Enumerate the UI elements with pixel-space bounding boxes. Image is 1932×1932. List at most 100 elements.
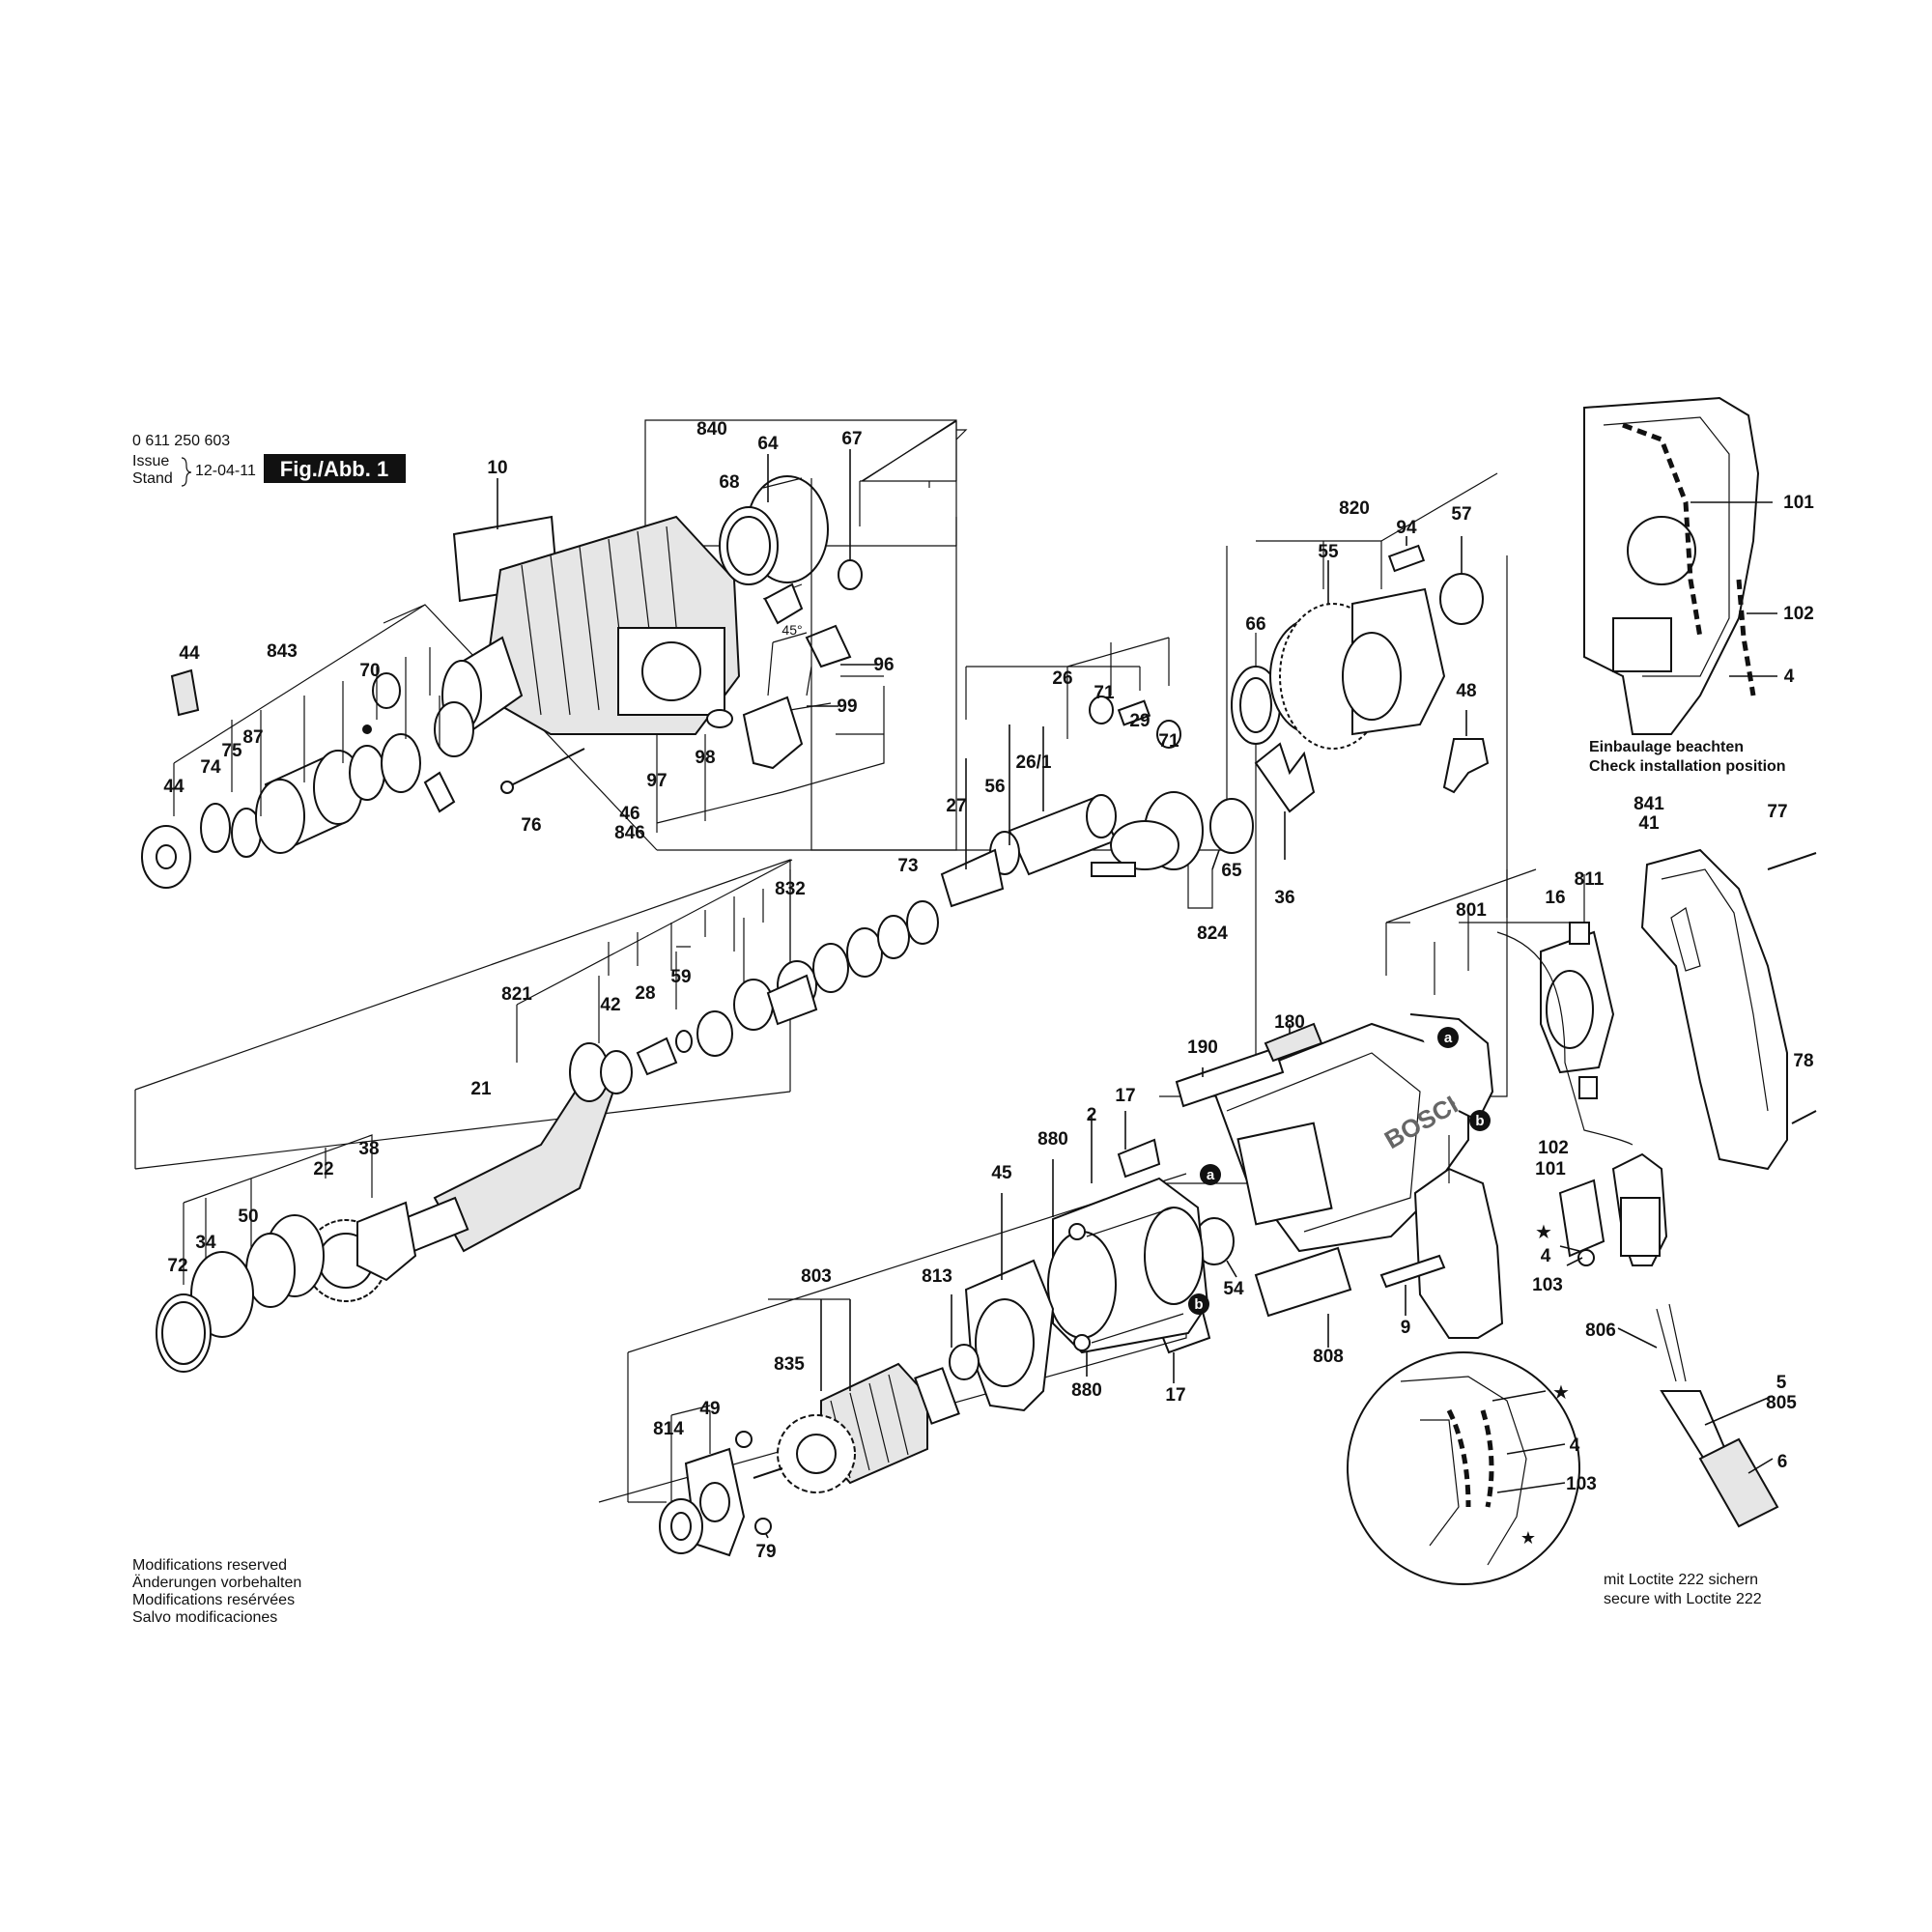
label-28: 28 [635,983,655,1004]
ring-59 [696,1010,733,1057]
label-38: 38 [358,1139,379,1159]
label-55: 55 [1318,542,1339,562]
detail-cable-run [1446,1408,1471,1508]
label-71-left: 71 [1094,683,1115,703]
label-4-switch: 4 [1541,1246,1551,1266]
pin-29 [1117,699,1151,726]
ball-70 [362,724,372,734]
label-74: 74 [200,757,221,778]
screw-880a [1068,1223,1086,1240]
wobble-gear-824 [1091,791,1254,877]
label-824: 824 [1197,923,1228,944]
label-813: 813 [922,1266,952,1287]
screw-79b [754,1518,772,1535]
label-808: 808 [1313,1347,1344,1367]
label-803: 803 [801,1266,832,1287]
label-29: 29 [1129,711,1150,731]
group-bearing-flange [810,472,1508,1184]
figure-label: Fig./Abb. 1 [280,457,388,481]
label-26: 26 [1052,668,1072,689]
cable-run-detail [1622,422,1703,639]
label-811: 811 [1575,869,1605,890]
spring-clip-36 [1254,742,1316,813]
label-50: 50 [238,1207,258,1227]
label-180 [1264,1022,1323,1063]
notes: Einbaulage beachten Check installation p… [132,739,1786,1626]
star-icon: ★ [1552,1380,1570,1404]
bearing-flange-820 [1269,587,1446,750]
label-41: 41 [1638,813,1660,834]
commutator [914,1367,960,1425]
label-4-detail: 4 [1784,667,1795,687]
label-27: 27 [946,796,966,816]
plate-190 [1175,1046,1285,1108]
label-36: 36 [1274,888,1294,908]
grip [1413,1167,1504,1339]
brush-holder-16 [1540,922,1615,1099]
label-4-detail-circle: 4 [1570,1435,1580,1456]
label-5: 5 [1776,1373,1787,1393]
label-64: 64 [757,434,779,454]
label-57: 57 [1451,504,1471,525]
warning-sticker [763,582,804,625]
label-71-right: 71 [1158,731,1179,752]
circlip-73 [906,900,939,945]
cap-44 [170,668,200,717]
motor-housing-801: BOSCH [1210,1013,1504,1339]
label-808 [1254,1246,1352,1318]
note-loctite-en: secure with Loctite 222 [1604,1591,1762,1607]
note-mods-es: Salvo modificaciones [132,1609,277,1626]
marker-a-housing: a [1437,1027,1459,1048]
label-59: 59 [670,967,691,987]
label-99: 99 [837,696,857,717]
label-67: 67 [841,429,862,449]
marker-b-stator: b [1188,1293,1209,1315]
stator-2 [1047,1177,1209,1354]
label-49: 49 [699,1399,720,1419]
svg-text:a: a [1444,1030,1453,1046]
label-48: 48 [1456,681,1476,701]
hammer-housing [441,515,741,735]
group-cable [1617,1303,1779,1528]
issue-date: 12-04-11 [195,463,256,479]
label-9: 9 [1401,1318,1411,1338]
clip-17a [1117,1138,1161,1179]
svg-text:b: b [1475,1113,1484,1129]
lever-48 [1442,738,1490,794]
svg-text:a: a [1207,1167,1215,1183]
label-832: 832 [775,879,806,899]
label-78: 78 [1793,1051,1813,1071]
star-icon: ★ [1520,1528,1536,1548]
label-70: 70 [359,661,380,681]
screw-77 [1767,852,1817,870]
cable-protection-6 [1698,1437,1779,1528]
star-icon: ★ [1535,1220,1552,1243]
label-65: 65 [1221,861,1242,881]
note-install-de: Einbaulage beachten [1589,739,1744,755]
screw-78 [1791,1110,1817,1124]
pin-94 [1387,544,1426,573]
trigger [1558,1179,1605,1258]
o-ring-57 [1439,573,1484,625]
label-79: 79 [755,1542,776,1562]
ring-74 [200,803,231,853]
washer-71b [1156,720,1181,749]
bearing-65 [1209,798,1254,854]
label-97: 97 [646,771,667,791]
svg-text:b: b [1194,1296,1203,1313]
label-56: 56 [984,777,1005,797]
part-28 [636,1037,678,1076]
part-number: 0 611 250 603 [132,433,230,449]
label-45: 45 [991,1163,1012,1183]
detail-magnifier [1347,1351,1580,1585]
detail-circle [1347,1351,1580,1585]
bushing-67 [838,559,863,590]
label-101-detail: 101 [1783,493,1814,513]
label-190: 190 [1187,1037,1218,1058]
group-motor-housing: BOSCH [1117,848,1817,1383]
label-77: 77 [1767,802,1787,822]
label-98: 98 [695,748,715,768]
label-26-1: 26/1 [1016,753,1052,773]
screw-79a [735,1431,753,1448]
label-75: 75 [221,741,242,761]
